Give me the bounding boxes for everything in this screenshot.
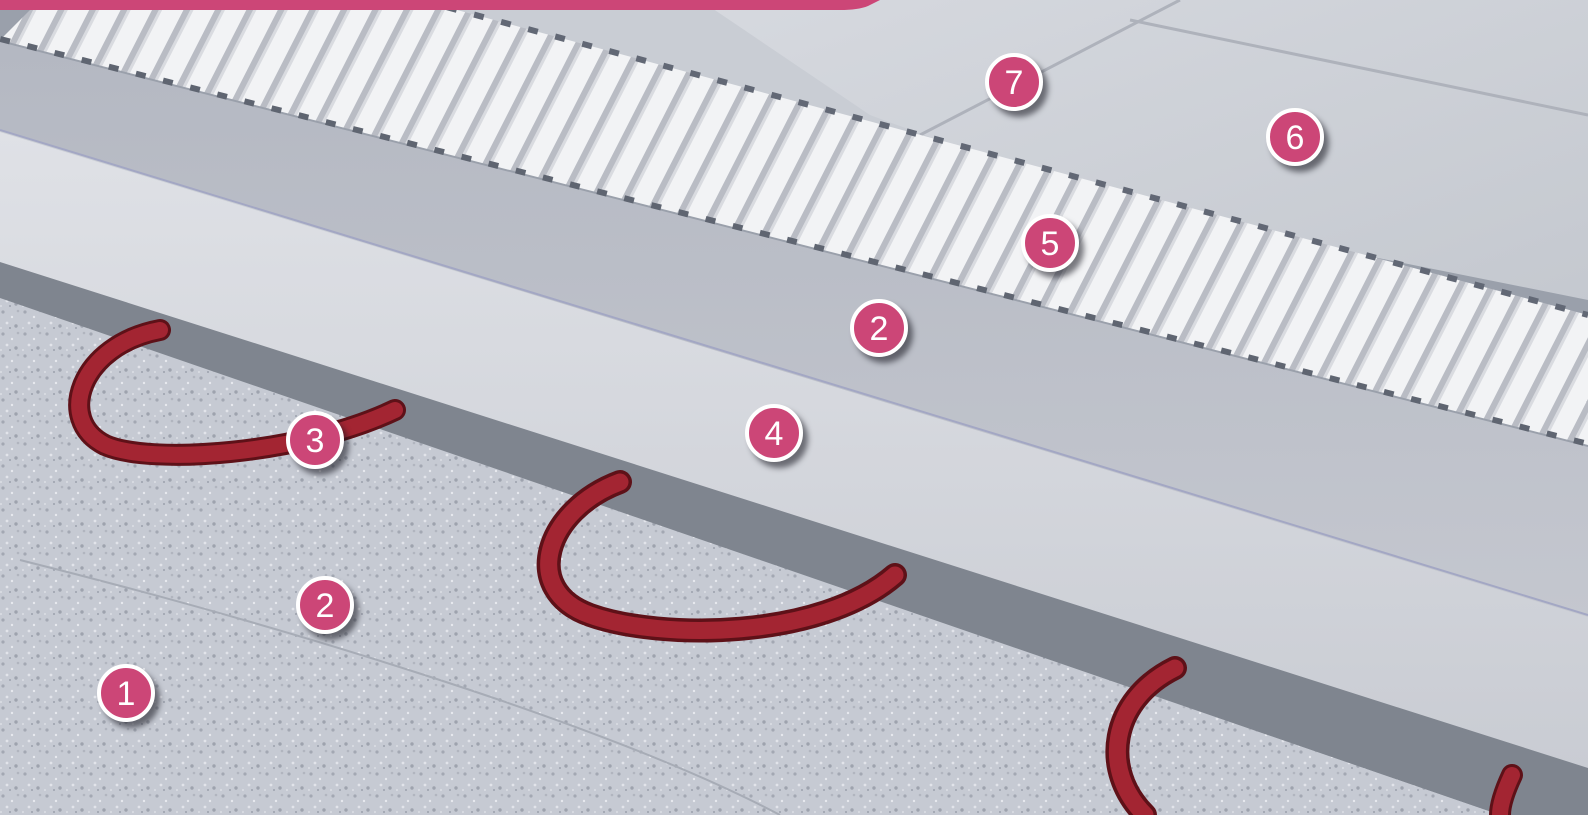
marker-3: 3 bbox=[286, 411, 344, 469]
marker-2-lower-label: 2 bbox=[316, 589, 335, 623]
marker-2-upper: 2 bbox=[850, 299, 908, 357]
marker-7: 7 bbox=[985, 53, 1043, 111]
marker-4: 4 bbox=[745, 404, 803, 462]
marker-7-label: 7 bbox=[1005, 66, 1024, 100]
marker-6: 6 bbox=[1266, 108, 1324, 166]
marker-2-lower: 2 bbox=[296, 576, 354, 634]
marker-3-label: 3 bbox=[306, 424, 325, 458]
marker-6-label: 6 bbox=[1286, 121, 1305, 155]
marker-5-label: 5 bbox=[1041, 227, 1060, 261]
top-banner bbox=[0, 0, 880, 10]
marker-1: 1 bbox=[97, 664, 155, 722]
marker-4-label: 4 bbox=[765, 417, 784, 451]
marker-5: 5 bbox=[1021, 214, 1079, 272]
marker-1-label: 1 bbox=[117, 677, 136, 711]
marker-2-upper-label: 2 bbox=[870, 312, 889, 346]
